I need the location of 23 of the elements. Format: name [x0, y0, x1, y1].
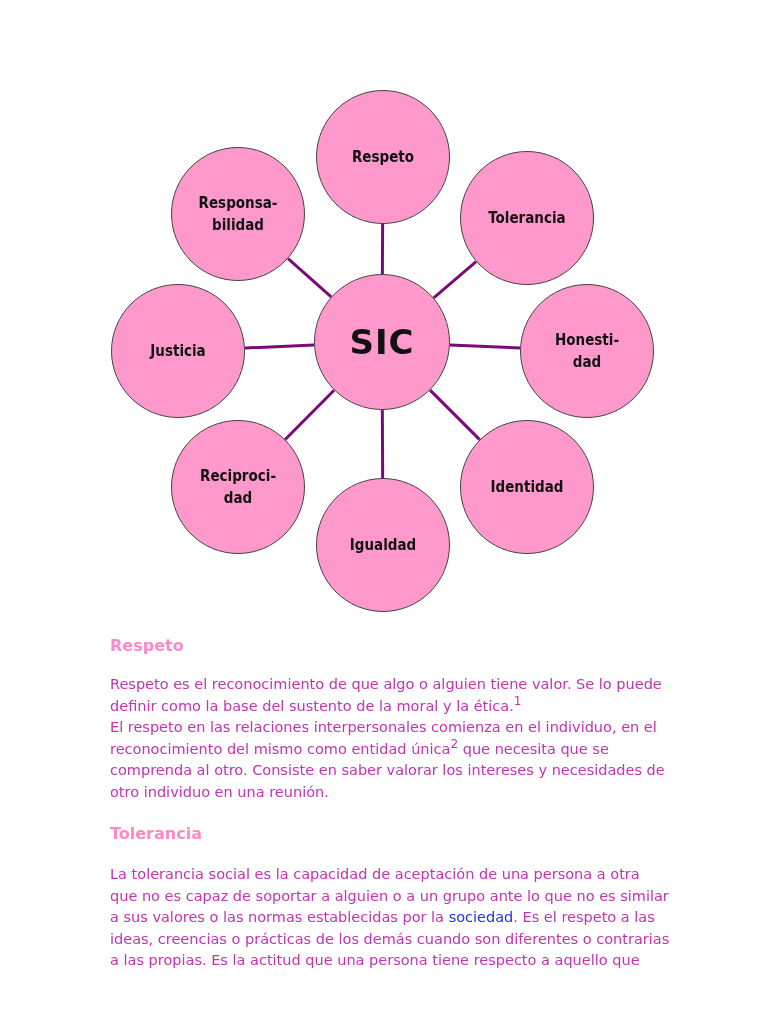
- node-label: SIC: [349, 320, 415, 364]
- node-label: Identidad: [489, 476, 565, 498]
- connector-line: [429, 389, 481, 441]
- section-heading: Respeto: [110, 636, 184, 655]
- node-label: Respeto: [350, 146, 416, 168]
- body-paragraph: El respeto en las relaciones interpersonales comienza en el individuo, en el reconocimiento del mismo como entidad única$^{2}$ que necesita que se comprenda al otro. Consiste en saber valorar los intereses y necesidades de otro individuo en una reunión.: [110, 718, 666, 802]
- node-label: Tolerancia: [487, 207, 567, 229]
- connector-line: [244, 343, 315, 350]
- text-link: sociedad: [448, 909, 514, 925]
- node-label: Igualdad: [348, 534, 418, 556]
- connector-line: [380, 224, 385, 274]
- connector-line: [449, 343, 521, 350]
- connector-line: [432, 260, 478, 299]
- node-label: Responsa- bilidad: [197, 192, 279, 236]
- node-label: Honesti- dad: [553, 329, 620, 373]
- connector-line: [287, 257, 333, 298]
- section-heading: Tolerancia: [110, 824, 202, 843]
- connector-line: [284, 389, 336, 441]
- connector-line: [380, 410, 385, 478]
- node-label: Justicia: [148, 340, 207, 362]
- node-label: Reciproci- dad: [199, 465, 277, 509]
- body-paragraph: La tolerancia social es la capacidad de aceptación de una persona a otra que no es capaz de soportar a alguien o a un grupo ante lo que no es similar a sus valores o las normas establecidas por la sociedad. Es el respeto a las ideas, creencias o prácticas de los demás cuando son diferentes o contrarias a las propias. Es la actitud que una persona tiene respecto a aquello que: [110, 865, 670, 970]
- body-paragraph: Respeto es el reconocimiento de que algo o alguien tiene valor. Se lo puede definir como la base del sustento de la moral y la ética.$^{1}$: [110, 675, 663, 716]
